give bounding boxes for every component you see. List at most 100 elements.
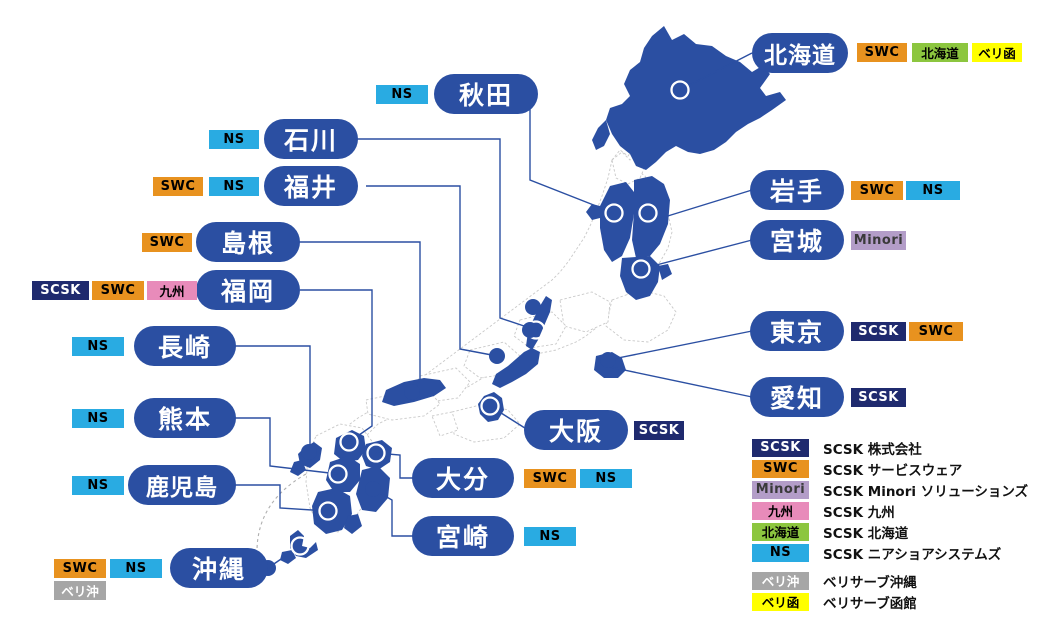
tag-nagasaki-ns[interactable]: NS: [72, 337, 124, 356]
pill-label-shimane: 島根: [220, 229, 275, 258]
pill-shimane[interactable]: 島根: [196, 222, 300, 262]
legend-badge-text: ベリ函: [761, 595, 800, 611]
tag-kagoshima-ns[interactable]: NS: [72, 476, 124, 495]
pill-kumamoto[interactable]: 熊本: [134, 398, 236, 438]
tag-hokkaido-berihako[interactable]: ベリ函: [972, 43, 1022, 62]
tag-oita-swc[interactable]: SWC: [524, 469, 576, 488]
tag-fukuoka-swc[interactable]: SWC: [92, 281, 144, 300]
tag-miyazaki-ns[interactable]: NS: [524, 527, 576, 546]
pill-kagoshima[interactable]: 鹿児島: [128, 465, 236, 505]
legend-row-hokkaido: 北海道 SCSK 北海道: [752, 522, 1028, 542]
legend-badge-text: 九州: [767, 504, 793, 520]
tag-fukui-swc[interactable]: SWC: [153, 177, 203, 196]
tag-text: SCSK: [858, 390, 899, 405]
pill-osaka[interactable]: 大阪: [524, 410, 628, 450]
legend-swatch-scsk: SCSK: [752, 438, 809, 457]
pill-miyazaki[interactable]: 宮崎: [412, 516, 514, 556]
legend-name-scsk: SCSK 株式会社: [823, 441, 922, 458]
pill-label-okinawa: 沖縄: [191, 555, 246, 584]
tag-fukui-ns[interactable]: NS: [209, 177, 259, 196]
tag-text: SWC: [160, 179, 196, 194]
legend-row-scsk: SCSK SCSK 株式会社: [752, 438, 1028, 458]
pill-hokkaido[interactable]: 北海道: [752, 33, 848, 73]
tag-miyagi-minori[interactable]: Minori: [851, 231, 906, 250]
tag-text: SWC: [149, 235, 185, 250]
tag-osaka-scsk[interactable]: SCSK: [634, 421, 684, 440]
tag-okinawa-berioki[interactable]: ベリ沖: [54, 581, 106, 600]
tag-kumamoto-ns[interactable]: NS: [72, 409, 124, 428]
tag-tokyo-scsk[interactable]: SCSK: [851, 322, 906, 341]
legend-row-swc: SWC SCSK サービスウェア: [752, 459, 1028, 479]
tag-text: SWC: [864, 45, 900, 60]
tag-text: SWC: [532, 471, 568, 486]
pill-label-miyagi: 宮城: [769, 227, 824, 256]
pill-label-kumamoto: 熊本: [157, 405, 212, 434]
tag-text: SWC: [918, 324, 954, 339]
pill-label-hokkaido: 北海道: [764, 43, 836, 69]
tag-text: NS: [223, 132, 245, 147]
legend-badge-text: Minori: [755, 482, 806, 498]
tag-hokkaido-hokkaido[interactable]: 北海道: [912, 43, 968, 62]
tag-text: SWC: [100, 283, 136, 298]
legend-swatch-beri-hako: ベリ函: [752, 592, 809, 611]
pill-akita[interactable]: 秋田: [434, 74, 538, 114]
tag-text: 九州: [159, 284, 185, 299]
tag-iwate-swc[interactable]: SWC: [851, 181, 903, 200]
pill-fukui[interactable]: 福井: [264, 166, 358, 206]
tag-fukuoka-scsk[interactable]: SCSK: [32, 281, 89, 300]
pill-okinawa[interactable]: 沖縄: [170, 548, 268, 588]
pill-nagasaki[interactable]: 長崎: [134, 326, 236, 366]
pill-miyagi[interactable]: 宮城: [750, 220, 844, 260]
pill-oita[interactable]: 大分: [412, 458, 514, 498]
tag-text: NS: [87, 339, 109, 354]
pill-label-kagoshima: 鹿児島: [146, 475, 218, 501]
pill-ishikawa[interactable]: 石川: [264, 119, 358, 159]
legend-row-beri-oki: ベリ沖 ベリサーブ沖縄: [752, 571, 1028, 591]
legend-badge-text: NS: [769, 545, 792, 561]
tag-iwate-ns[interactable]: NS: [906, 181, 960, 200]
tag-text: NS: [922, 183, 944, 198]
legend-name-beri-oki: ベリサーブ沖縄: [823, 574, 917, 591]
tag-aichi-scsk[interactable]: SCSK: [851, 388, 906, 407]
legend-swatch-minori: Minori: [752, 480, 809, 499]
legend-swatch-ns: NS: [752, 543, 809, 562]
tag-okinawa-swc[interactable]: SWC: [54, 559, 106, 578]
pill-fukuoka[interactable]: 福岡: [196, 270, 300, 310]
legend-badge-text: ベリ沖: [761, 574, 800, 590]
legend-badge-text: 北海道: [761, 525, 800, 541]
tag-shimane-swc[interactable]: SWC: [142, 233, 192, 252]
tag-text: NS: [539, 529, 561, 544]
tag-fukuoka-kyushu[interactable]: 九州: [147, 281, 197, 300]
pill-label-iwate: 岩手: [769, 177, 824, 206]
pill-aichi[interactable]: 愛知: [750, 377, 844, 417]
pill-iwate[interactable]: 岩手: [750, 170, 844, 210]
legend-name-minori: SCSK Minori ソリューションズ: [823, 483, 1029, 500]
tag-tokyo-swc[interactable]: SWC: [909, 322, 963, 341]
pill-label-tokyo: 東京: [769, 318, 824, 347]
tag-text: SCSK: [858, 324, 899, 339]
location-ring-markers: [290, 80, 690, 556]
pill-label-miyazaki: 宮崎: [435, 523, 490, 552]
legend-swatch-swc: SWC: [752, 459, 809, 478]
legend-row-minori: Minori SCSK Minori ソリューションズ: [752, 480, 1028, 500]
tag-text: NS: [87, 478, 109, 493]
tag-hokkaido-swc[interactable]: SWC: [857, 43, 907, 62]
legend-swatch-hokkaido: 北海道: [752, 522, 809, 541]
pill-label-oita: 大分: [435, 465, 490, 494]
legend-badge-text: SCSK: [760, 440, 801, 456]
pill-label-ishikawa: 石川: [283, 126, 338, 155]
pill-tokyo[interactable]: 東京: [750, 311, 844, 351]
pill-label-fukuoka: 福岡: [220, 277, 275, 306]
tag-text: 北海道: [921, 46, 959, 61]
tag-akita-ns[interactable]: NS: [376, 85, 428, 104]
legend-name-swc: SCSK サービスウェア: [823, 462, 963, 479]
pill-label-akita: 秋田: [458, 81, 513, 110]
legend-row-beri-hako: ベリ函 ベリサーブ函館: [752, 592, 1028, 612]
tag-okinawa-ns[interactable]: NS: [110, 559, 162, 578]
tag-ishikawa-ns[interactable]: NS: [209, 130, 259, 149]
tag-text: SWC: [859, 183, 895, 198]
tag-text: ベリ沖: [61, 584, 99, 599]
tag-oita-ns[interactable]: NS: [580, 469, 632, 488]
